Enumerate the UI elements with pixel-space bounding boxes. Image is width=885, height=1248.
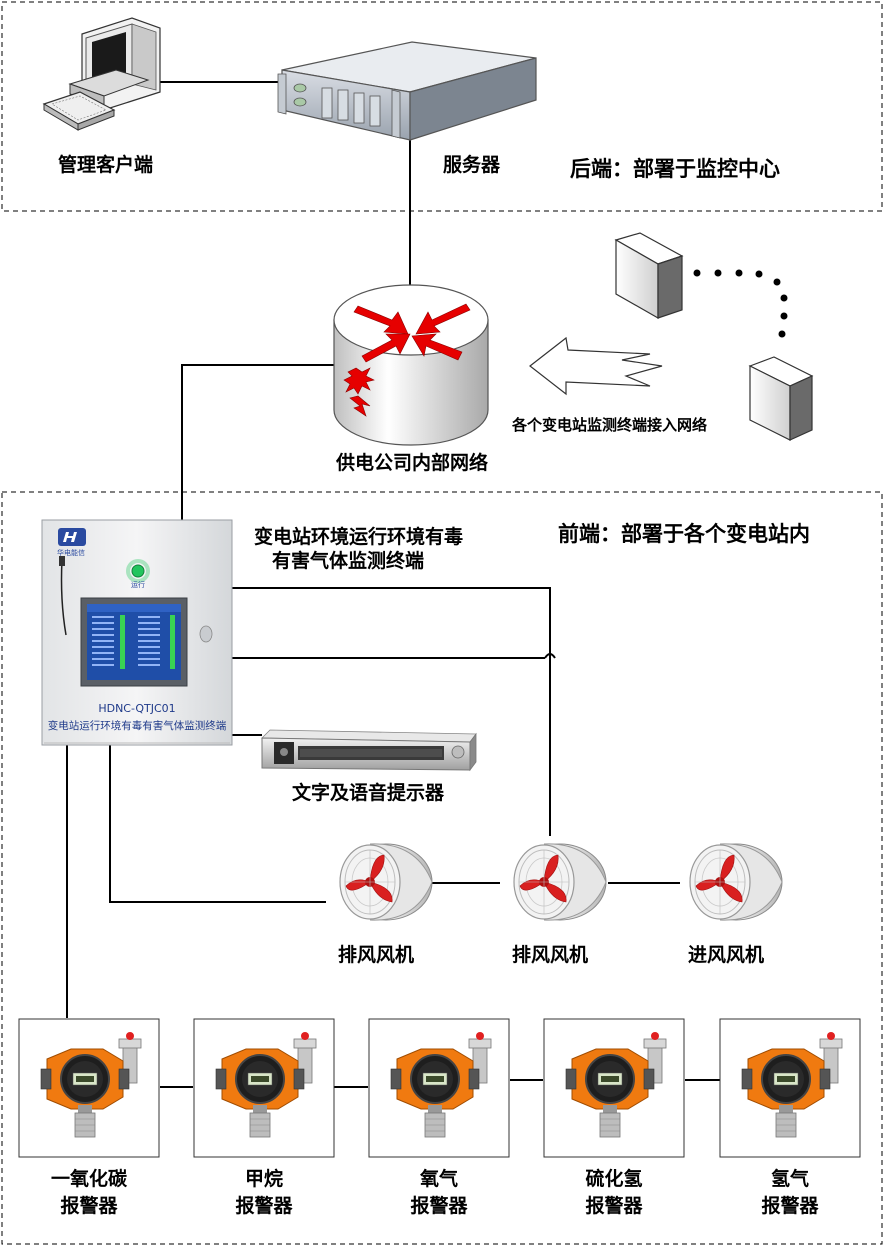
- run-light-label: 运行: [131, 581, 145, 589]
- alarm-label-hydrogen: 氢气 报警器: [720, 1164, 860, 1218]
- methane-detector-icon: [193, 1018, 335, 1158]
- backend-section-label: 后端：部署于监控中心: [570, 156, 780, 181]
- server-icon: [277, 41, 537, 141]
- co-detector-icon: [18, 1018, 160, 1158]
- h2s-detector-icon: [543, 1018, 685, 1158]
- remote-station-top-icon: [614, 232, 684, 320]
- client-label: 管理客户端: [58, 154, 154, 176]
- terminal-fan2-line: [232, 587, 551, 836]
- remote-station-dotted-link: [693, 269, 788, 338]
- alarm-methane-name: 甲烷: [244, 1168, 283, 1190]
- router-icon: [333, 284, 489, 446]
- alarm-co-name: 一氧化碳: [50, 1168, 127, 1190]
- terminal-title-line2: 有害气体监测终端: [272, 550, 425, 572]
- alarm-label-h2s: 硫化氢 报警器: [544, 1164, 684, 1218]
- alarm-label-oxygen: 氧气 报警器: [369, 1164, 509, 1218]
- remote-station-bottom-icon: [748, 356, 814, 441]
- backend-section-frame: [1, 1, 883, 212]
- text-voice-prompter-icon: [261, 729, 477, 772]
- terminal-title-line1: 变电站环境运行环境有毒: [254, 526, 464, 548]
- computer-icon: [42, 17, 161, 131]
- server-label: 服务器: [443, 154, 501, 176]
- router-terminal-line: [181, 364, 334, 520]
- alarm-label-co: 一氧化碳 报警器: [19, 1164, 159, 1218]
- exhaust-fan-2-icon: [513, 843, 607, 921]
- cabinet-brand: 华电能信: [57, 549, 85, 557]
- fan-label-3: 进风风机: [688, 944, 765, 966]
- prompter-label: 文字及语音提示器: [292, 782, 445, 804]
- frontend-section-label: 前端：部署于各个变电站内: [558, 521, 810, 546]
- exhaust-fan-1-icon: [339, 843, 433, 921]
- frontend-section-frame: [1, 491, 883, 1245]
- alarm-h2s-name: 硫化氢: [585, 1168, 643, 1190]
- alarm-oxygen-name: 氧气: [419, 1168, 458, 1190]
- alarm-hydrogen-type: 报警器: [761, 1195, 819, 1217]
- alarm-label-methane: 甲烷 报警器: [194, 1164, 334, 1218]
- access-arrow-icon: [529, 336, 663, 396]
- cabinet-model: HDNC-QTJC01: [98, 702, 176, 715]
- run-indicator-light: [131, 564, 145, 578]
- access-network-label: 各个变电站监测终端接入网络: [512, 416, 708, 434]
- oxygen-detector-icon: [368, 1018, 510, 1158]
- line-crossover-hop: [544, 653, 556, 659]
- hydrogen-detector-icon: [719, 1018, 861, 1158]
- touch-screen-display[interactable]: [80, 597, 188, 687]
- brand-logo-icon: [58, 528, 86, 546]
- alarm-oxygen-type: 报警器: [410, 1195, 468, 1217]
- network-label: 供电公司内部网络: [336, 452, 489, 474]
- terminal-fan1-line: [109, 742, 326, 903]
- alarm-h2s-type: 报警器: [585, 1195, 643, 1217]
- monitoring-terminal-cabinet: [41, 519, 233, 746]
- alarm-co-type: 报警器: [60, 1195, 118, 1217]
- fan-label-2: 排风风机: [512, 944, 589, 966]
- alarm-hydrogen-name: 氢气: [770, 1168, 809, 1190]
- cabinet-caption: 变电站运行环境有毒有害气体监测终端: [47, 720, 227, 732]
- intake-fan-icon: [689, 843, 783, 921]
- alarm-methane-type: 报警器: [235, 1195, 293, 1217]
- fan-label-1: 排风风机: [338, 944, 415, 966]
